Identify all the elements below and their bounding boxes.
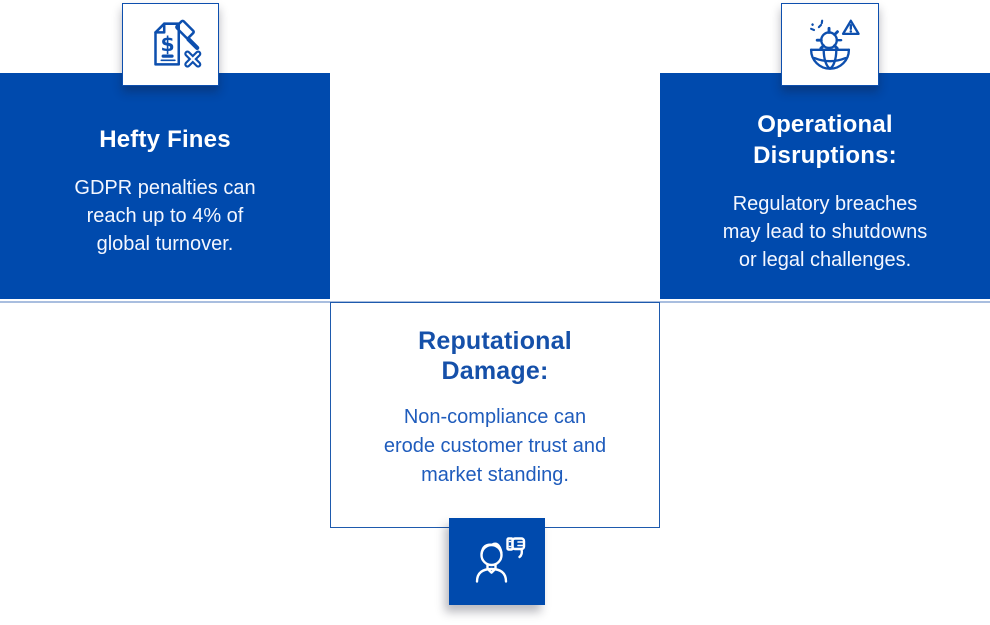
- card-reputational-damage: Reputational Damage: Non-compliance can …: [330, 302, 660, 528]
- panel-operational-disruptions: Operational Disruptions: Regulatory brea…: [660, 73, 990, 299]
- svg-text:$: $: [160, 31, 174, 55]
- panel-hefty-fines: Hefty Fines GDPR penalties can reach up …: [0, 73, 330, 299]
- person-thumbs-down-icon: [449, 518, 545, 605]
- card-body: Non-compliance can erode customer trust …: [383, 406, 607, 486]
- panel-title: Hefty Fines: [99, 126, 231, 153]
- fine-gavel-icon-art: $: [153, 19, 201, 68]
- card-title: Reputational Damage:: [418, 327, 572, 385]
- globe-gear-warning-icon-art: [809, 19, 860, 70]
- panel-body: Regulatory breaches may lead to shutdown…: [722, 192, 928, 271]
- panel-body: GDPR penalties can reach up to 4% of glo…: [74, 177, 256, 255]
- globe-gear-warning-icon: [781, 3, 879, 86]
- panel-title: Operational Disruptions:: [753, 110, 897, 169]
- person-thumbs-down-icon-art: [475, 536, 526, 583]
- fine-gavel-icon: $: [122, 3, 219, 86]
